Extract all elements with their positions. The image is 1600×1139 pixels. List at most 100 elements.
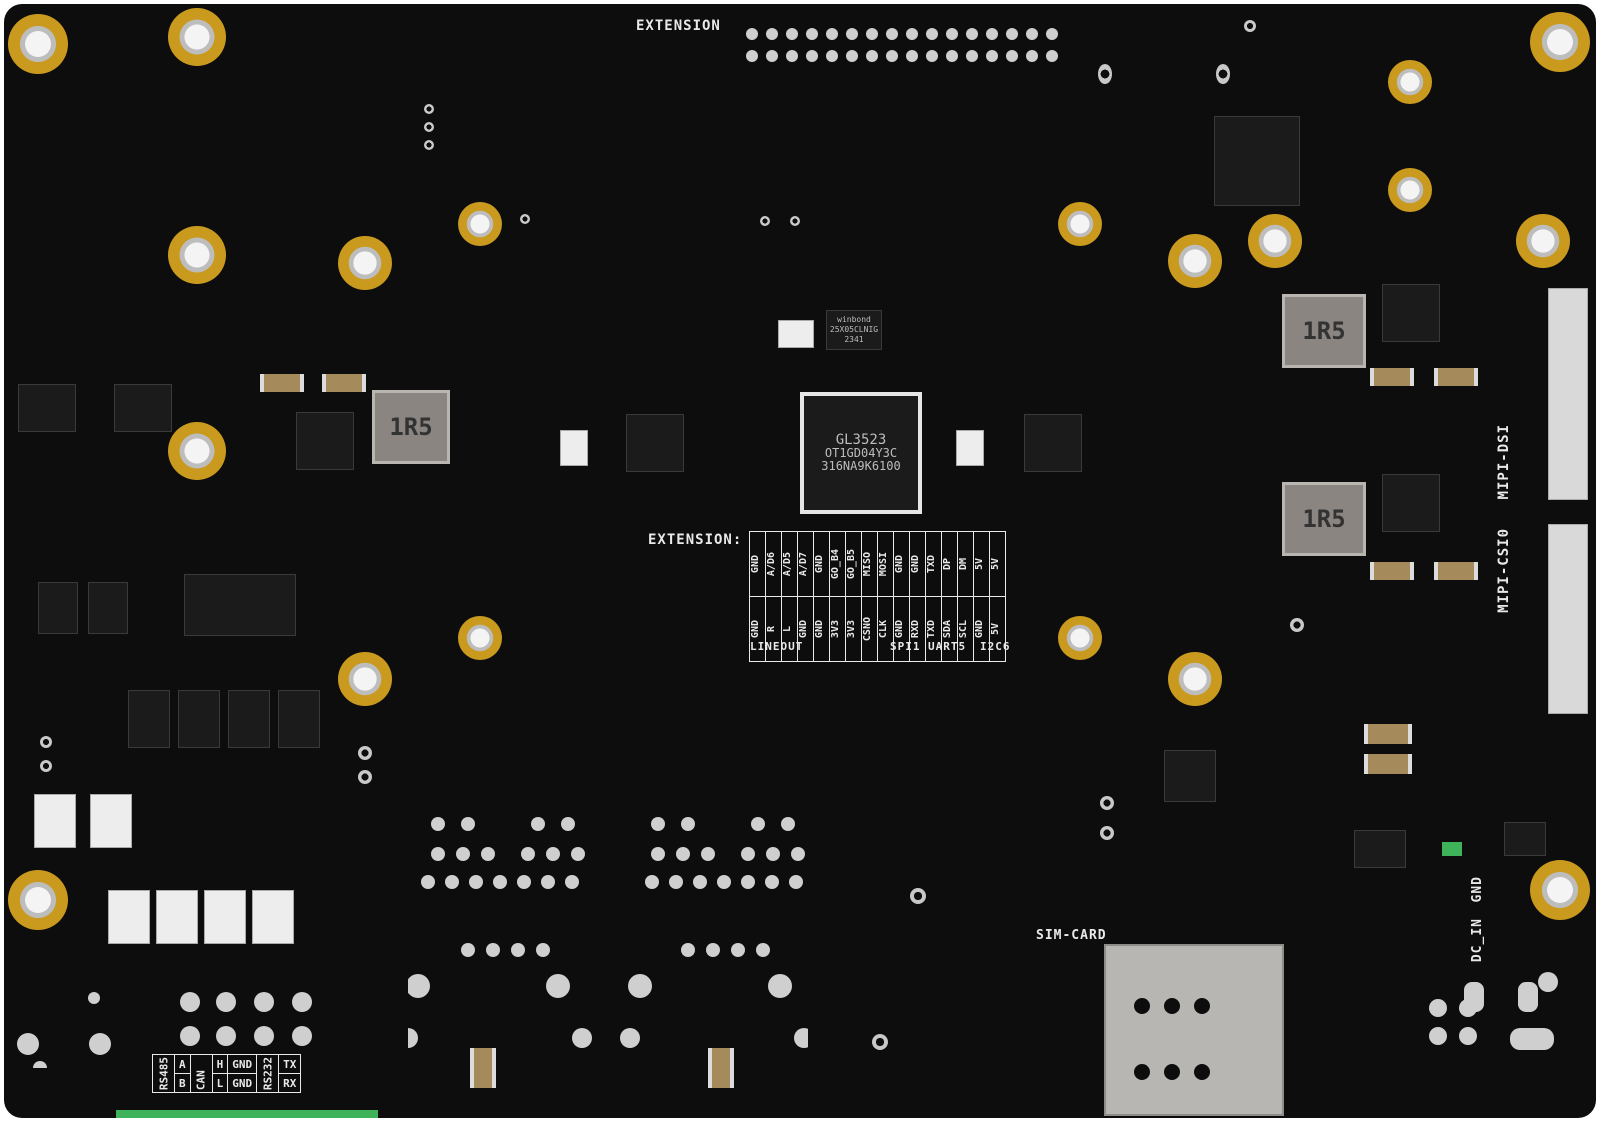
chip-line: 25X05CLNIG bbox=[829, 325, 879, 334]
pin-cell: MOSI bbox=[877, 531, 894, 597]
pin-cell: TXD bbox=[925, 531, 942, 597]
rj45-pad-field bbox=[408, 817, 808, 1048]
pinout-row-bottom: GND R L GND GND 3V3 3V3 CSNO CLK GND RXD… bbox=[749, 596, 1006, 662]
pcb-board: EXTENSION GL3523 OT1GD04Y3C 316NA9K6100 … bbox=[4, 4, 1596, 1118]
mux-ic bbox=[1214, 116, 1300, 206]
fuse bbox=[204, 890, 246, 944]
standoff-hole bbox=[1058, 616, 1102, 660]
rs232-tx-label: TX bbox=[283, 1057, 297, 1071]
standoff-hole bbox=[338, 652, 392, 706]
pin-cell: GO_B5 bbox=[845, 531, 862, 597]
modem-ic bbox=[1164, 750, 1216, 802]
pin-label: 5V bbox=[990, 557, 1001, 571]
group-label-lineout: LINEOUT bbox=[750, 640, 804, 653]
pin-label: RXD bbox=[910, 619, 921, 639]
pin-label: R bbox=[766, 625, 777, 633]
pin-label: MOSI bbox=[878, 551, 889, 577]
chip-line: OT1GD04Y3C bbox=[824, 445, 898, 460]
driver-ic bbox=[184, 574, 296, 636]
rs232-tx-cell: TX bbox=[278, 1053, 302, 1075]
mipi-csi-connector bbox=[1548, 524, 1588, 714]
capacitor bbox=[1370, 562, 1414, 580]
extension-pinout-table: GND A/D6 A/D5 A/D7 GND GO_B4 GO_B5 MISO … bbox=[749, 531, 1006, 662]
dc-jack-pads bbox=[1429, 972, 1558, 1050]
extension-top-label: EXTENSION bbox=[636, 18, 721, 34]
fuse bbox=[108, 890, 150, 944]
usb-hub-chip: GL3523 OT1GD04Y3C 316NA9K6100 bbox=[800, 392, 922, 514]
diode bbox=[278, 690, 320, 748]
capacitor bbox=[260, 374, 304, 392]
capacitor bbox=[1364, 754, 1412, 774]
pin-label: SCL bbox=[958, 619, 969, 639]
capacitor bbox=[322, 374, 366, 392]
fuse bbox=[252, 890, 294, 944]
pin-cell: DM bbox=[957, 531, 974, 597]
group-label-i2c6: I2C6 bbox=[980, 640, 1011, 653]
standoff-hole bbox=[458, 202, 502, 246]
mipi-dsi-label: MIPI-DSI bbox=[1496, 424, 1512, 500]
via bbox=[358, 770, 372, 784]
rs485-cell: RS485 bbox=[152, 1054, 175, 1093]
pin-label: GND bbox=[814, 554, 825, 574]
crystal bbox=[956, 430, 984, 466]
pin-label: DM bbox=[958, 557, 969, 571]
standoff-hole bbox=[1388, 60, 1432, 104]
rs232-label: RS232 bbox=[261, 1057, 275, 1091]
capacitor bbox=[1364, 724, 1412, 744]
pin-label: A/D6 bbox=[766, 551, 777, 577]
can-cell: CAN bbox=[190, 1054, 213, 1093]
via bbox=[424, 140, 434, 150]
gnd-label: GND bbox=[232, 1076, 253, 1090]
pin-label: GND bbox=[750, 554, 761, 574]
pin-cell: 5V bbox=[989, 531, 1006, 597]
sim-card-label: SIM-CARD bbox=[1036, 928, 1107, 943]
standoff-hole bbox=[338, 236, 392, 290]
status-led bbox=[1442, 842, 1462, 856]
pin-cell: 3V3 bbox=[845, 596, 862, 662]
via bbox=[424, 104, 434, 114]
via bbox=[40, 760, 52, 772]
pin-cell: 5V bbox=[973, 531, 990, 597]
pin-label: GND bbox=[750, 619, 761, 639]
chip-line: winbond bbox=[837, 315, 871, 324]
fuse bbox=[90, 794, 132, 848]
pin-label: MISO bbox=[862, 551, 873, 577]
pin-label: A/D5 bbox=[782, 551, 793, 577]
terminal-block bbox=[116, 1110, 378, 1118]
pinout-row-top: GND A/D6 A/D5 A/D7 GND GO_B4 GO_B5 MISO … bbox=[749, 531, 1006, 597]
mipi-dsi-connector bbox=[1548, 288, 1588, 500]
via bbox=[358, 746, 372, 760]
standoff-hole bbox=[1388, 168, 1432, 212]
gnd-cell: GND bbox=[227, 1053, 258, 1075]
power-ic bbox=[296, 412, 354, 470]
pin-label: GND bbox=[910, 554, 921, 574]
can-l-label: L bbox=[216, 1076, 224, 1090]
mounting-hole bbox=[1530, 12, 1590, 72]
diode bbox=[178, 690, 220, 748]
pin-label: SDA bbox=[942, 619, 953, 639]
crystal bbox=[778, 320, 814, 348]
via bbox=[872, 1034, 888, 1050]
rs232-cell: RS232 bbox=[256, 1054, 279, 1093]
power-ic bbox=[1382, 284, 1440, 342]
standoff-hole bbox=[1516, 214, 1570, 268]
terminal-row: B L GND RX bbox=[153, 1073, 302, 1094]
rs232-rx-cell: RX bbox=[278, 1073, 302, 1094]
rs232-rx-label: RX bbox=[283, 1076, 297, 1090]
can-h-label: H bbox=[216, 1057, 224, 1071]
capacitor bbox=[1434, 562, 1478, 580]
pin-cell: A/D6 bbox=[765, 531, 782, 597]
via bbox=[1290, 618, 1304, 632]
pin-label: GO_B5 bbox=[846, 548, 857, 580]
standoff-hole bbox=[1168, 234, 1222, 288]
pin-label: GND bbox=[894, 619, 905, 639]
mounting-hole bbox=[8, 870, 68, 930]
flash-chip: winbond 25X05CLNIG 2341 bbox=[826, 310, 882, 350]
via bbox=[760, 216, 770, 226]
standoff-hole bbox=[168, 422, 226, 480]
gnd-label: GND bbox=[1470, 876, 1485, 903]
power-ic bbox=[1382, 474, 1440, 532]
via bbox=[424, 122, 434, 132]
dc-in-label: DC_IN bbox=[1470, 918, 1485, 963]
via bbox=[1098, 64, 1112, 84]
